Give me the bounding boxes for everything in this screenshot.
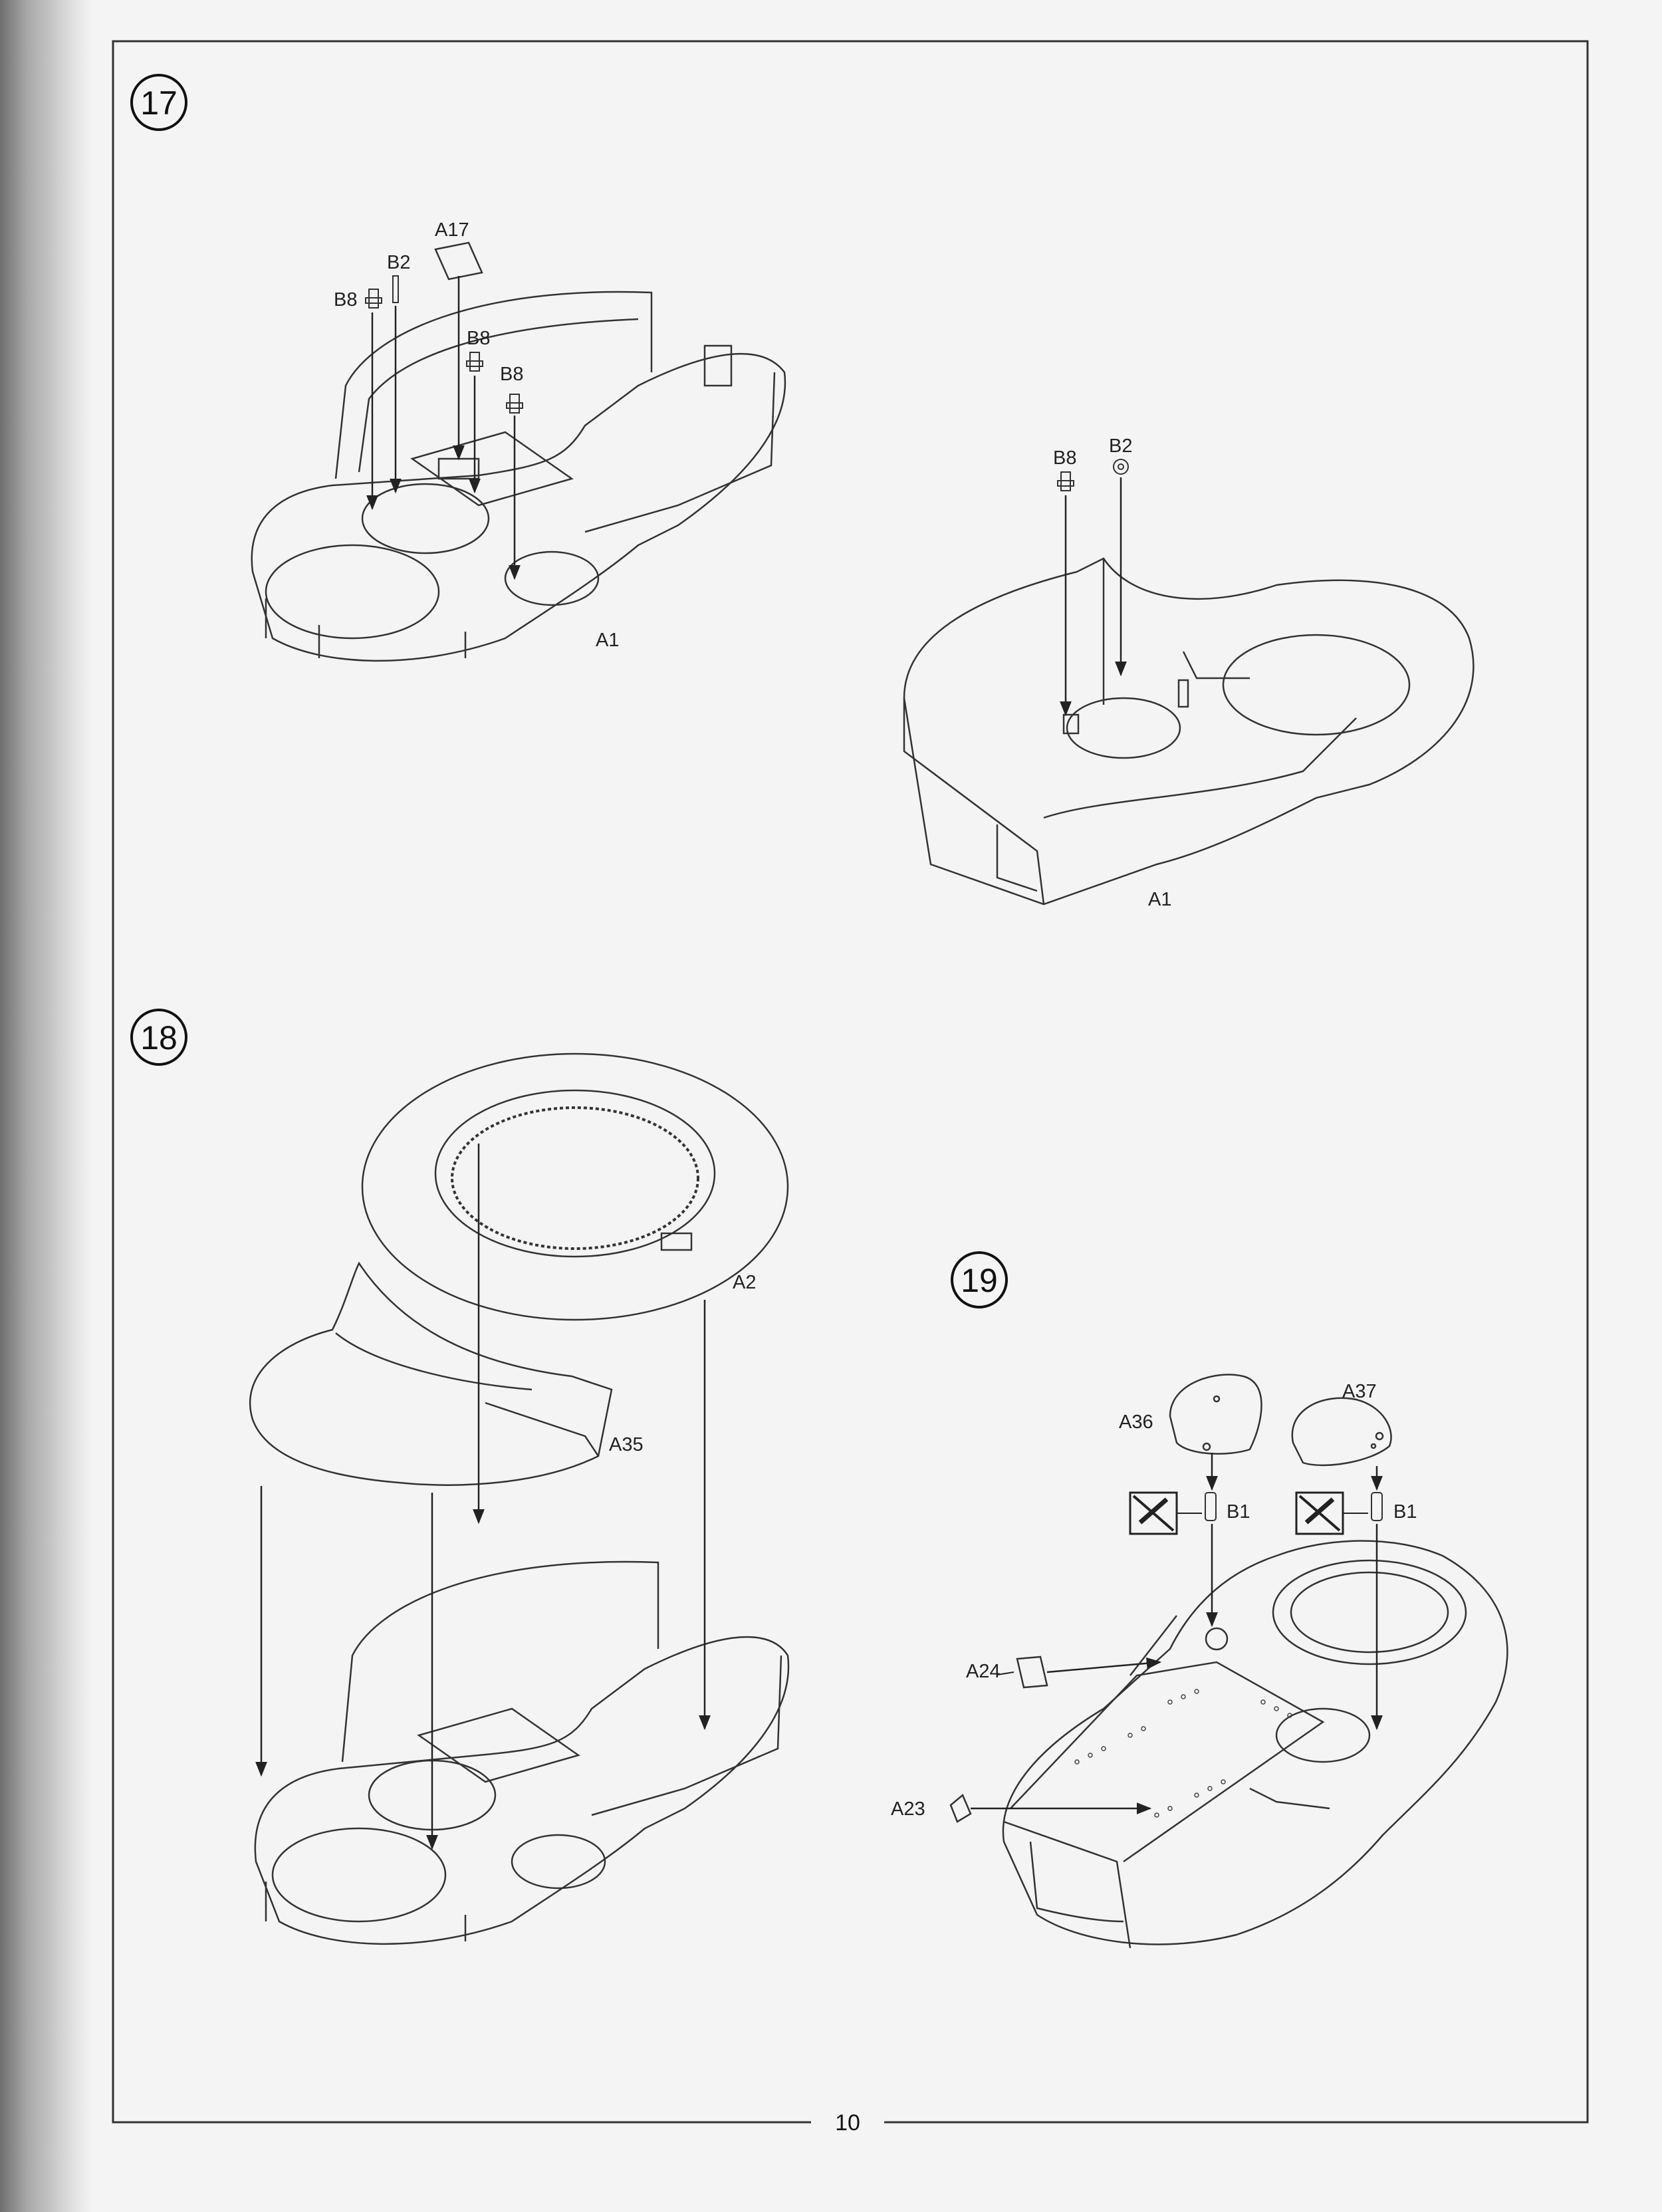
part-b2-detail	[1113, 459, 1129, 475]
part-a17	[434, 241, 483, 281]
page-frame	[112, 40, 1589, 2124]
detail-arrows	[1060, 477, 1127, 717]
part-a24	[1016, 1656, 1048, 1689]
label-a37: A37	[1342, 1381, 1377, 1402]
hatch-a37	[1291, 1397, 1392, 1467]
page-number-mask	[811, 2108, 884, 2137]
part-b1-left	[1205, 1492, 1217, 1521]
part-b8-detail	[1057, 471, 1074, 491]
label-b8: B8	[334, 289, 357, 310]
cut-sprue-icon	[1129, 1491, 1202, 1535]
hull-part-a1-detail	[903, 557, 1475, 906]
label-a17: A17	[435, 219, 469, 241]
label-a24: A24	[966, 1661, 1001, 1682]
label-b1: B1	[1393, 1501, 1417, 1523]
hatch-a36	[1169, 1374, 1262, 1455]
binding-shadow	[0, 0, 93, 2212]
label-a23: A23	[891, 1798, 925, 1820]
label-b8: B8	[500, 364, 523, 385]
step-number-badge: 17	[130, 74, 187, 131]
label-a1: A1	[596, 630, 619, 651]
hull-assembly	[254, 1560, 790, 1945]
part-a35	[249, 1261, 613, 1486]
step-number: 18	[140, 1019, 178, 1056]
step-number: 19	[961, 1262, 998, 1299]
assembly-arrows	[255, 1144, 711, 1850]
cut-sprue-icon	[1295, 1491, 1368, 1535]
part-a23	[949, 1793, 972, 1823]
hull-part-a1	[251, 291, 786, 662]
label-a2: A2	[733, 1272, 756, 1293]
label-a35: A35	[609, 1434, 644, 1455]
part-b8-upper-left	[365, 289, 382, 308]
label-b1: B1	[1227, 1501, 1250, 1523]
turret-ring-a2	[361, 1052, 789, 1321]
label-b2: B2	[1109, 435, 1132, 457]
part-b8-low	[506, 394, 523, 414]
label-b8: B8	[1053, 447, 1076, 469]
hull-assembly-19	[1002, 1540, 1508, 1949]
step-18: 18	[130, 1009, 790, 1945]
label-a1: A1	[1148, 889, 1171, 910]
page-number: 10	[835, 2110, 860, 2136]
label-b2: B2	[387, 252, 410, 273]
part-b8-mid	[466, 352, 483, 372]
part-b2-upper	[392, 275, 399, 303]
step-number: 17	[140, 84, 178, 122]
step-number-badge: 19	[951, 1251, 1008, 1308]
rivet-pattern	[1074, 1689, 1292, 1818]
assembly-arrows	[366, 276, 521, 580]
step-number-badge: 18	[130, 1009, 187, 1066]
step-19: 19	[891, 1251, 1508, 1949]
label-b8: B8	[467, 328, 490, 349]
step-17: 17	[130, 74, 1475, 910]
part-b1-right	[1371, 1492, 1383, 1521]
label-a36: A36	[1119, 1412, 1153, 1433]
assembly-arrows	[971, 1453, 1383, 1814]
